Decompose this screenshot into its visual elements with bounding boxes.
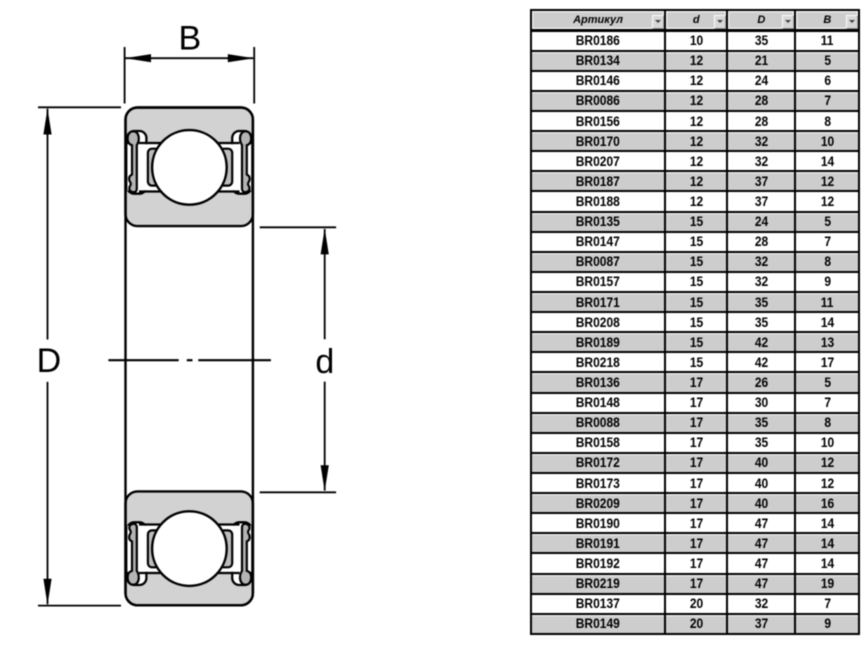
svg-text:B: B xyxy=(178,20,201,58)
svg-text:D: D xyxy=(37,342,62,380)
svg-text:d: d xyxy=(315,343,334,381)
